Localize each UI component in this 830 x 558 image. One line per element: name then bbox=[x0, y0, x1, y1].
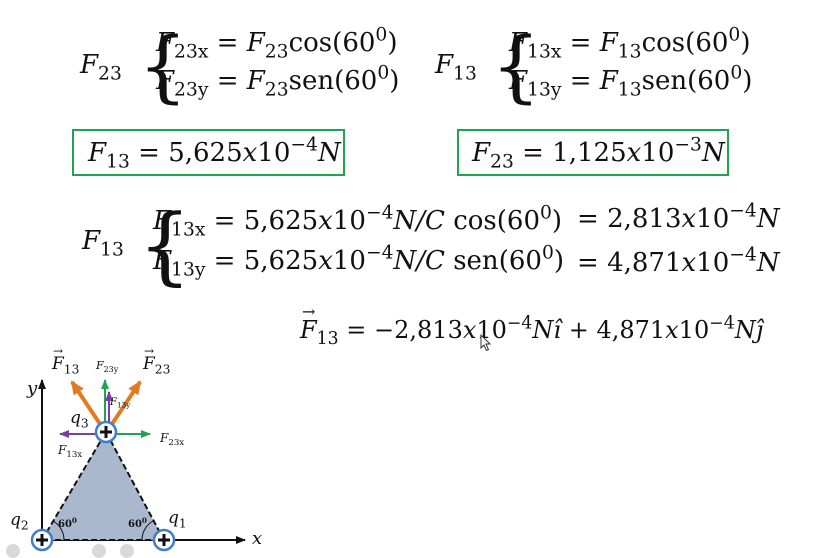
f13y-label: F13y bbox=[110, 397, 131, 410]
f23y-label: F23y bbox=[96, 359, 119, 374]
f23-vector-label: F→23 bbox=[143, 344, 171, 377]
angle-right-label: 600 bbox=[128, 516, 147, 530]
f13x-equation: F13x = F13cos(600) bbox=[509, 24, 751, 63]
player-control-dot[interactable] bbox=[120, 544, 134, 558]
q3-label: q3 bbox=[70, 408, 89, 431]
f13y-equation: F13y = F13sen(600) bbox=[509, 62, 753, 101]
f23-system-label: F23 bbox=[80, 50, 122, 85]
q2-label: q2 bbox=[10, 510, 29, 533]
f13x-component-result: = 2,813x10−4N bbox=[577, 200, 780, 234]
f13-components-label: F13 bbox=[82, 226, 124, 261]
f13-vector-label: F→13 bbox=[52, 344, 80, 377]
f23-result: F23 = 1,125x10−3N bbox=[472, 134, 725, 173]
f23-result-box bbox=[457, 129, 729, 176]
x-axis-label: x bbox=[252, 528, 263, 549]
angle-left-label: 600 bbox=[58, 516, 77, 530]
f13x-label: F13x bbox=[58, 443, 83, 461]
q1-label: q1 bbox=[168, 508, 187, 531]
f13y-component-result: = 4,871x10−4N bbox=[577, 244, 780, 278]
f23x-label: F23x bbox=[160, 431, 185, 449]
charge-q1-icon bbox=[152, 528, 176, 552]
f13-vector-equation: F→13 = −2,813x10−4Nı̂ + 4,871x10−4Nȷ̂ bbox=[300, 302, 764, 350]
f13-system-brace: { bbox=[491, 22, 541, 112]
player-control-dot[interactable] bbox=[92, 544, 106, 558]
f13-system-label: F13 bbox=[435, 50, 477, 85]
player-control-dot[interactable] bbox=[6, 544, 20, 558]
charge-q2-icon bbox=[30, 528, 54, 552]
f13-components-brace: { bbox=[138, 196, 192, 294]
f23-system-brace: { bbox=[138, 22, 188, 112]
charge-q3-icon bbox=[94, 420, 118, 444]
f23x-equation: F23x = F23cos(600) bbox=[156, 24, 398, 63]
y-axis-label: y bbox=[27, 378, 38, 399]
f13-result: F13 = 5,625x10−4N bbox=[88, 134, 341, 173]
f13-result-box bbox=[72, 129, 345, 176]
f13y-component-equation: F13y = 5,625x10−4N/C sen(600) bbox=[153, 242, 564, 281]
mouse-cursor-icon bbox=[480, 334, 492, 352]
f23y-equation: F23y = F23sen(600) bbox=[156, 62, 400, 101]
f13x-component-equation: F13x = 5,625x10−4N/C cos(600) bbox=[153, 202, 563, 241]
